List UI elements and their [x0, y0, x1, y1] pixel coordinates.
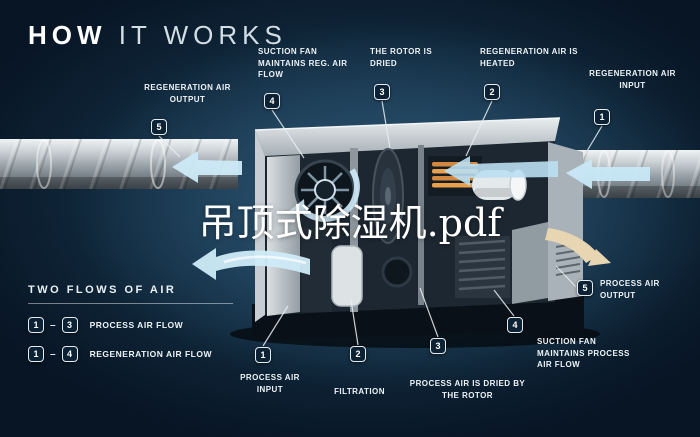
callout-badge-process-output: 5	[577, 280, 593, 296]
callout-label-process-input: PROCESS AIR INPUT	[240, 373, 300, 394]
callout-label-rotor-dried: THE ROTOR IS DRIED	[370, 47, 433, 68]
airflow-fan-swirl-head	[288, 199, 305, 214]
legend-badge-to: 4	[61, 346, 78, 362]
callout-label-suction-fan-process: SUCTION FAN MAINTAINS PROCESS AIR FLOW	[537, 337, 630, 370]
callout-badge-suction-fan-reg: 4	[264, 93, 280, 109]
machine-body	[230, 117, 600, 348]
leader-lines	[158, 100, 603, 347]
airflow-regen-out	[172, 151, 242, 183]
airflow-fan-swirl	[295, 168, 360, 222]
airflow-regen-in	[566, 159, 650, 189]
legend-row-regeneration: 1 – 4 REGENERATION AIR FLOW	[28, 346, 233, 362]
title-word-how: HOW	[28, 20, 107, 50]
callout-badge-process-input: 1	[255, 347, 271, 363]
callout-badge-regen-input: 1	[594, 109, 610, 125]
airflow-arrows	[172, 151, 650, 280]
legend-title: TWO FLOWS OF AIR	[28, 284, 177, 296]
airflow-internal	[444, 156, 558, 186]
airflow-process-in	[192, 248, 310, 280]
rotor	[372, 148, 404, 244]
page-title: HOW IT WORKS	[28, 20, 287, 51]
legend-row-process: 1 – 3 PROCESS AIR FLOW	[28, 317, 233, 333]
callout-label-process-output: PROCESS AIR OUTPUT	[600, 279, 660, 300]
callout-badge-regen-heated: 2	[484, 84, 500, 100]
callout-badge-process-dried: 3	[430, 338, 446, 354]
title-word-it-works: IT WORKS	[118, 20, 287, 50]
callout-label-regen-heated: REGENERATION AIR IS HEATED	[480, 47, 578, 68]
callout-label-suction-fan-reg: SUCTION FAN MAINTAINS REG. AIR FLOW	[258, 47, 348, 80]
callout-badge-filtration: 2	[350, 346, 366, 362]
watermark-text: 吊顶式除湿机.pdf	[198, 201, 502, 245]
callout-label-regen-input: REGENERATION AIR INPUT	[589, 69, 676, 90]
callout-label-filtration: FILTRATION	[334, 387, 385, 396]
legend-dash: –	[50, 319, 56, 331]
legend-badge-from: 1	[28, 317, 44, 333]
legend-dash: –	[50, 348, 56, 360]
callout-label-regen-output: REGENERATION AIR OUTPUT	[144, 83, 231, 104]
legend-label-process: PROCESS AIR FLOW	[89, 320, 184, 330]
callout-badge-suction-fan-process: 4	[507, 317, 523, 333]
lower-machinery	[302, 228, 413, 312]
airflow-process-out-head	[588, 249, 611, 266]
legend-label-regeneration: REGENERATION AIR FLOW	[89, 349, 212, 359]
callout-badge-regen-output: 5	[151, 119, 167, 135]
callout-badge-rotor-dried: 3	[374, 84, 390, 100]
filter-slats	[455, 222, 548, 304]
legend-badge-to: 3	[61, 317, 78, 333]
legend-divider	[28, 303, 233, 304]
callout-label-process-dried: PROCESS AIR IS DRIED BY THE ROTOR	[409, 379, 526, 400]
legend: TWO FLOWS OF AIR 1 – 3 PROCESS AIR FLOW …	[28, 284, 233, 362]
airflow-process-in-core	[223, 255, 307, 265]
airflow-process-out	[545, 228, 599, 263]
legend-badge-from: 1	[28, 346, 44, 362]
